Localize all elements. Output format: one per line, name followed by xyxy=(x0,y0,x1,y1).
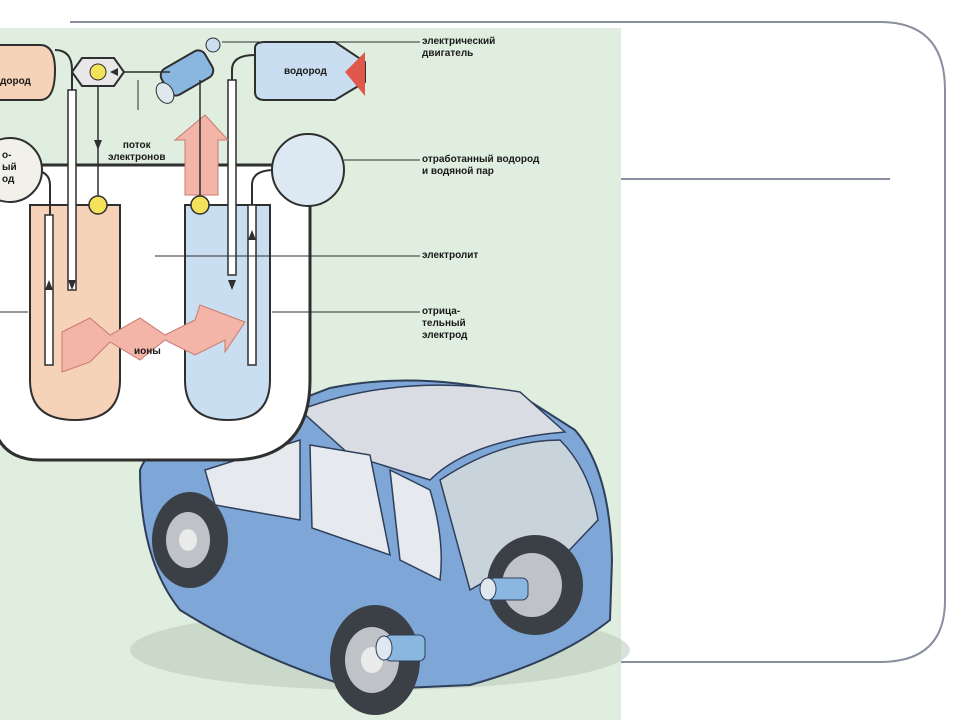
label-hydrogen-right: водород xyxy=(284,66,327,77)
label-ions: ионы xyxy=(134,346,161,357)
ions-arrow xyxy=(61,304,246,373)
label-hydrogen-left: дород xyxy=(0,76,31,87)
label-electrolyte: электролит xyxy=(422,250,479,261)
car-wheel-front xyxy=(152,492,228,588)
car-window-middle xyxy=(309,444,391,557)
red-marker xyxy=(345,52,365,96)
node-left xyxy=(88,195,108,215)
hydrogen-tank-left xyxy=(0,44,57,101)
slide-frame xyxy=(70,21,946,663)
flow-arrowheads xyxy=(45,68,256,290)
label-electron-flow: поток электронов xyxy=(108,140,166,163)
node-right xyxy=(190,195,210,215)
left-circle-tank xyxy=(0,137,43,203)
fuel-cell-diagram xyxy=(0,37,420,462)
pipes xyxy=(0,49,276,215)
leader-lines xyxy=(0,41,420,313)
car-rear-motor xyxy=(479,535,583,635)
car-window-rear xyxy=(389,468,442,582)
car-hub-motor xyxy=(375,634,426,662)
hydrogen-tank-right xyxy=(254,41,366,101)
label-electric-motor: электрический двигатель xyxy=(422,36,496,59)
label-spent-hydrogen: отработанный водород и водяной пар xyxy=(422,154,540,177)
electron-flow-arrow xyxy=(173,114,230,196)
electric-motor xyxy=(155,37,221,104)
label-negative-electrode: отрица- тельный электрод xyxy=(422,306,468,341)
spent-hydrogen-tank xyxy=(271,133,345,207)
label-left-circle: о- ый од xyxy=(2,150,17,185)
